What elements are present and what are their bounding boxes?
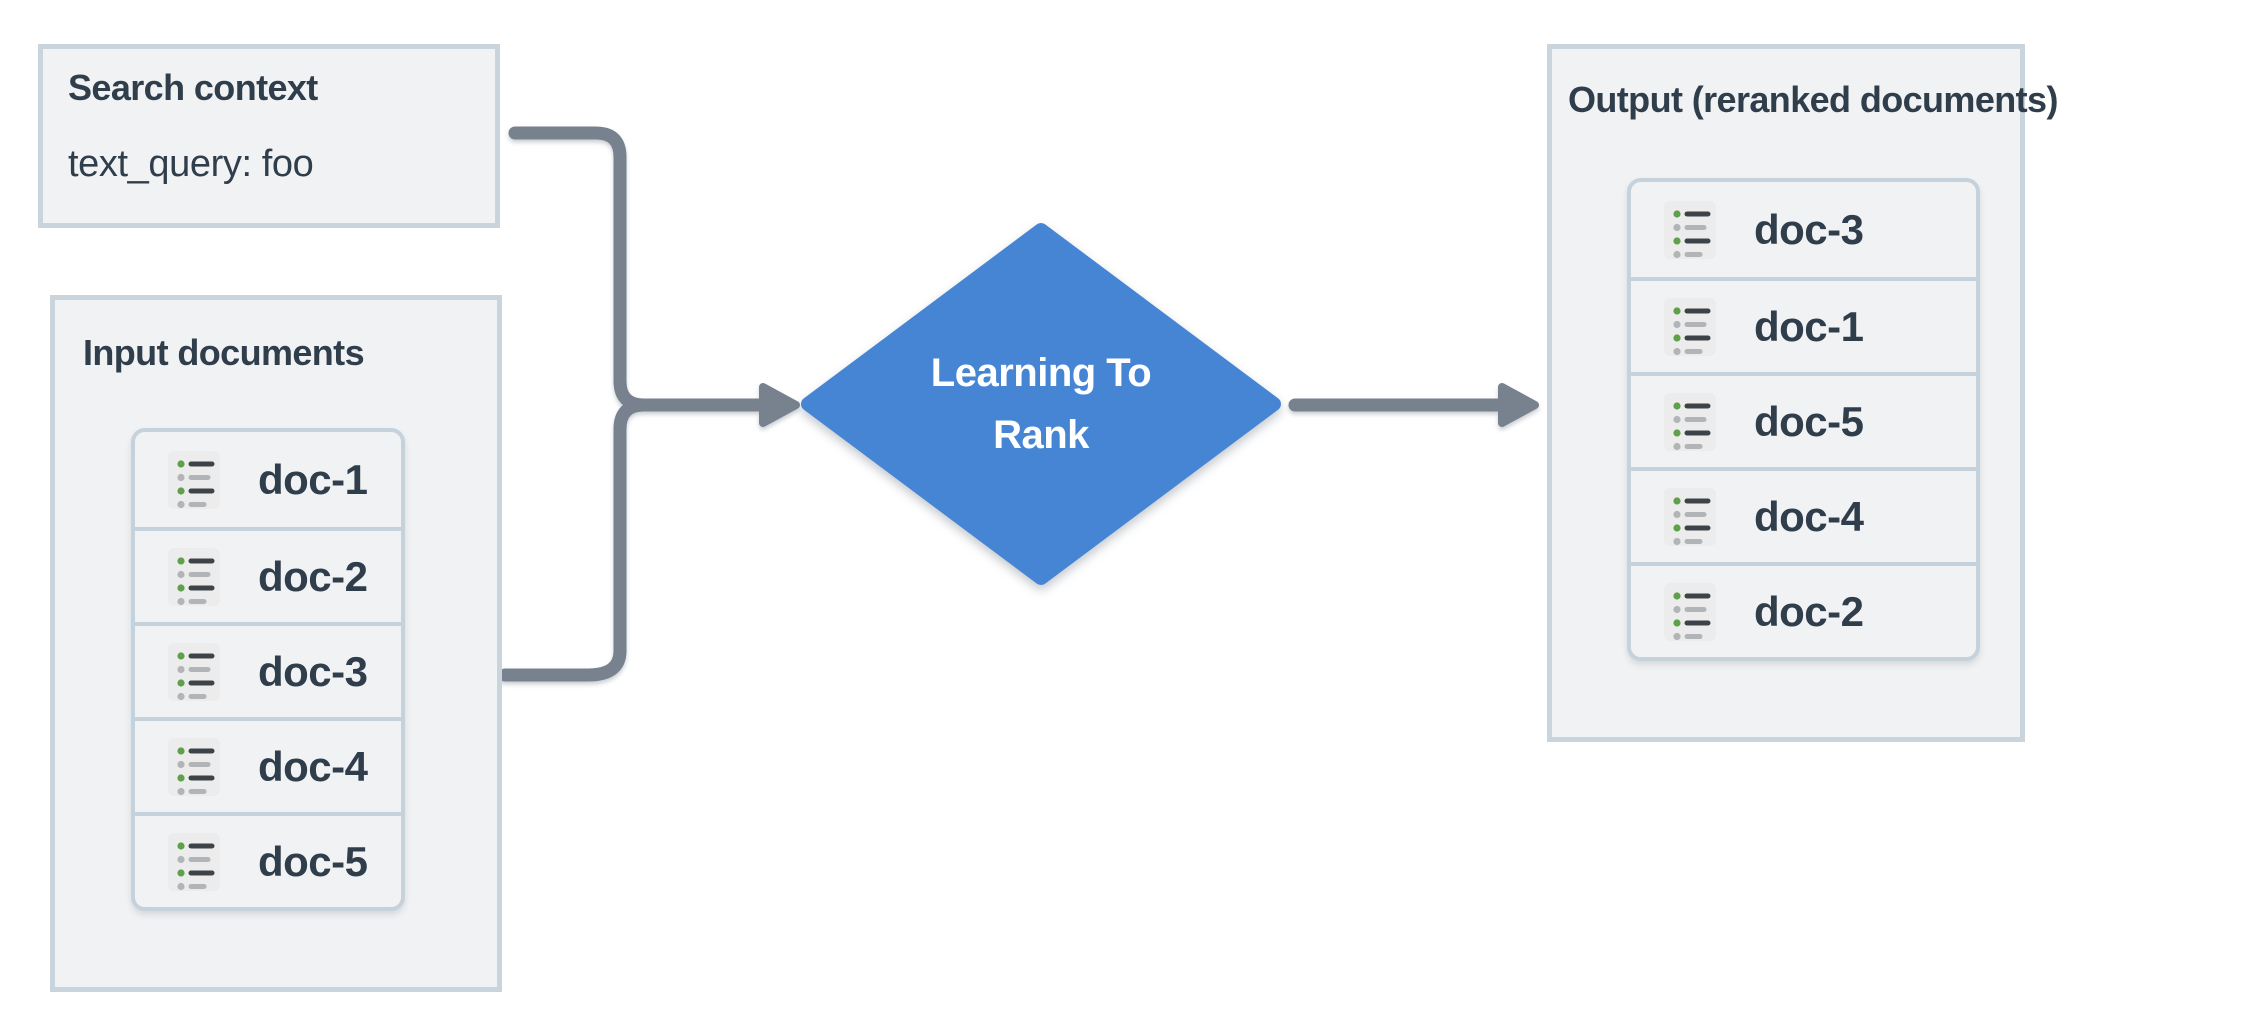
document-item: doc-1 <box>135 432 401 527</box>
document-item: doc-4 <box>135 717 401 812</box>
output-documents-box: Output (reranked documents) doc-3 <box>1547 44 2058 742</box>
search-context-title: Search context <box>68 67 318 108</box>
document-list-icon <box>168 737 220 796</box>
document-item: doc-2 <box>135 527 401 622</box>
ltr-diamond-label: Learning To Rank <box>881 342 1201 466</box>
document-list-icon <box>1664 392 1716 451</box>
input-documents-list: doc-1 doc-2 <box>131 428 405 911</box>
input-documents-box: Input documents doc-1 <box>50 295 502 992</box>
document-item: doc-3 <box>135 622 401 717</box>
arrowhead-into-ltr-icon <box>759 383 800 427</box>
document-label: doc-1 <box>1754 302 1864 350</box>
ltr-label-line2: Rank <box>993 413 1089 457</box>
search-context-box: Search context text_query: foo <box>38 44 500 228</box>
arrowhead-into-output-icon <box>1498 383 1539 427</box>
document-label: doc-3 <box>258 647 368 695</box>
output-documents-list: doc-3 doc-1 <box>1627 178 1980 661</box>
document-list-icon <box>168 832 220 891</box>
document-list-icon <box>1664 487 1716 546</box>
document-list-icon <box>168 547 220 606</box>
document-label: doc-2 <box>258 552 368 600</box>
document-label: doc-1 <box>258 455 368 503</box>
document-label: doc-2 <box>1754 587 1864 635</box>
document-label: doc-5 <box>1754 397 1864 445</box>
document-item: doc-4 <box>1631 467 1976 562</box>
document-item: doc-5 <box>135 812 401 907</box>
ltr-label-line1: Learning To <box>930 351 1152 395</box>
connector-input-documents-to-ltr <box>498 398 651 682</box>
document-item: doc-5 <box>1631 372 1976 467</box>
document-item: doc-1 <box>1631 277 1976 372</box>
search-context-query: text_query: foo <box>68 143 314 185</box>
output-documents-title: Output (reranked documents) <box>1568 79 2058 120</box>
document-item: doc-2 <box>1631 562 1976 657</box>
document-list-icon <box>168 642 220 701</box>
document-item: doc-3 <box>1631 182 1976 277</box>
document-label: doc-5 <box>258 837 368 885</box>
document-label: doc-4 <box>1754 492 1864 540</box>
document-list-icon <box>1664 582 1716 641</box>
document-label: doc-4 <box>258 742 368 790</box>
connector-search-context-to-ltr <box>508 126 765 412</box>
document-list-icon <box>1664 297 1716 356</box>
input-documents-title: Input documents <box>83 332 365 373</box>
document-label: doc-3 <box>1754 205 1864 253</box>
document-list-icon <box>1664 200 1716 259</box>
document-list-icon <box>168 450 220 509</box>
